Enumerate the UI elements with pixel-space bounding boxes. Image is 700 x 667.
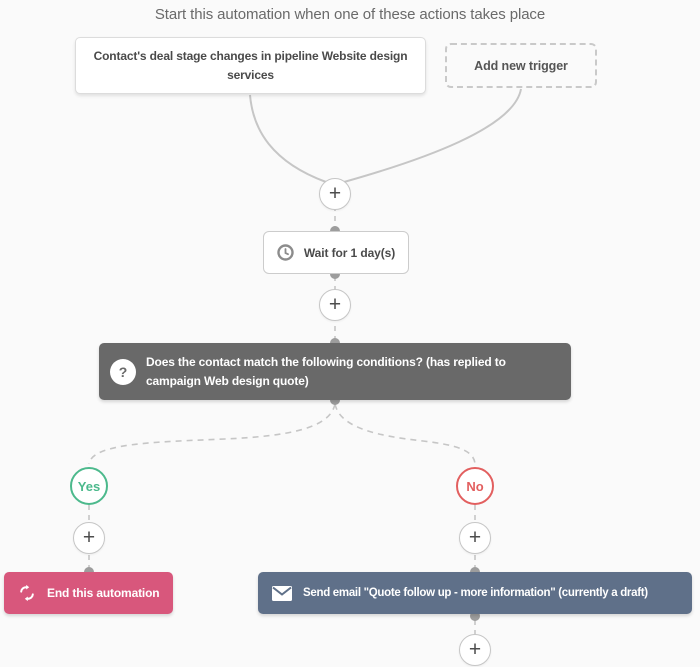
- send-email-label: Send email "Quote follow up - more infor…: [303, 587, 648, 599]
- send-email-card[interactable]: Send email "Quote follow up - more infor…: [258, 572, 692, 614]
- node-dot: [470, 611, 480, 621]
- envelope-icon: [272, 585, 292, 601]
- plus-icon: +: [328, 181, 342, 205]
- branch-no-label: No: [466, 478, 484, 494]
- plus-icon: +: [468, 637, 482, 661]
- add-node-button[interactable]: +: [73, 522, 105, 554]
- trigger-card-deal-stage[interactable]: Contact's deal stage changes in pipeline…: [75, 37, 426, 94]
- add-node-button[interactable]: +: [319, 289, 351, 321]
- page-title: Start this automation when one of these …: [154, 6, 546, 23]
- branch-no-badge: No: [456, 467, 494, 505]
- end-automation-label: End this automation: [47, 586, 160, 600]
- clock-icon: [277, 244, 294, 261]
- node-dot: [330, 395, 340, 405]
- node-dot: [330, 269, 340, 279]
- connector-trigger-add: [343, 88, 522, 183]
- wait-step-label: Wait for 1 day(s): [303, 245, 396, 260]
- branch-yes-label: Yes: [77, 478, 101, 494]
- add-node-button[interactable]: +: [459, 522, 491, 554]
- plus-icon: +: [468, 525, 482, 549]
- end-automation-card[interactable]: End this automation: [4, 572, 173, 614]
- add-new-trigger-label: Add new trigger: [474, 58, 568, 73]
- connector-branch-no: [334, 403, 476, 465]
- add-node-button[interactable]: +: [319, 178, 351, 210]
- add-node-button[interactable]: +: [459, 634, 491, 666]
- add-new-trigger-button[interactable]: Add new trigger: [445, 43, 597, 88]
- question-mark-icon: ?: [110, 358, 136, 385]
- branch-yes-badge: Yes: [70, 467, 108, 505]
- plus-icon: +: [328, 292, 342, 316]
- connector-trigger-main: [249, 94, 327, 183]
- end-automation-icon: [20, 584, 34, 602]
- condition-step-card[interactable]: ? Does the contact match the following c…: [99, 343, 571, 400]
- trigger-card-label: Contact's deal stage changes in pipeline…: [93, 48, 408, 82]
- connector-branch-yes: [88, 403, 336, 465]
- condition-step-label: Does the contact match the following con…: [146, 354, 506, 388]
- wait-step-card[interactable]: Wait for 1 day(s): [263, 231, 409, 274]
- plus-icon: +: [82, 525, 96, 549]
